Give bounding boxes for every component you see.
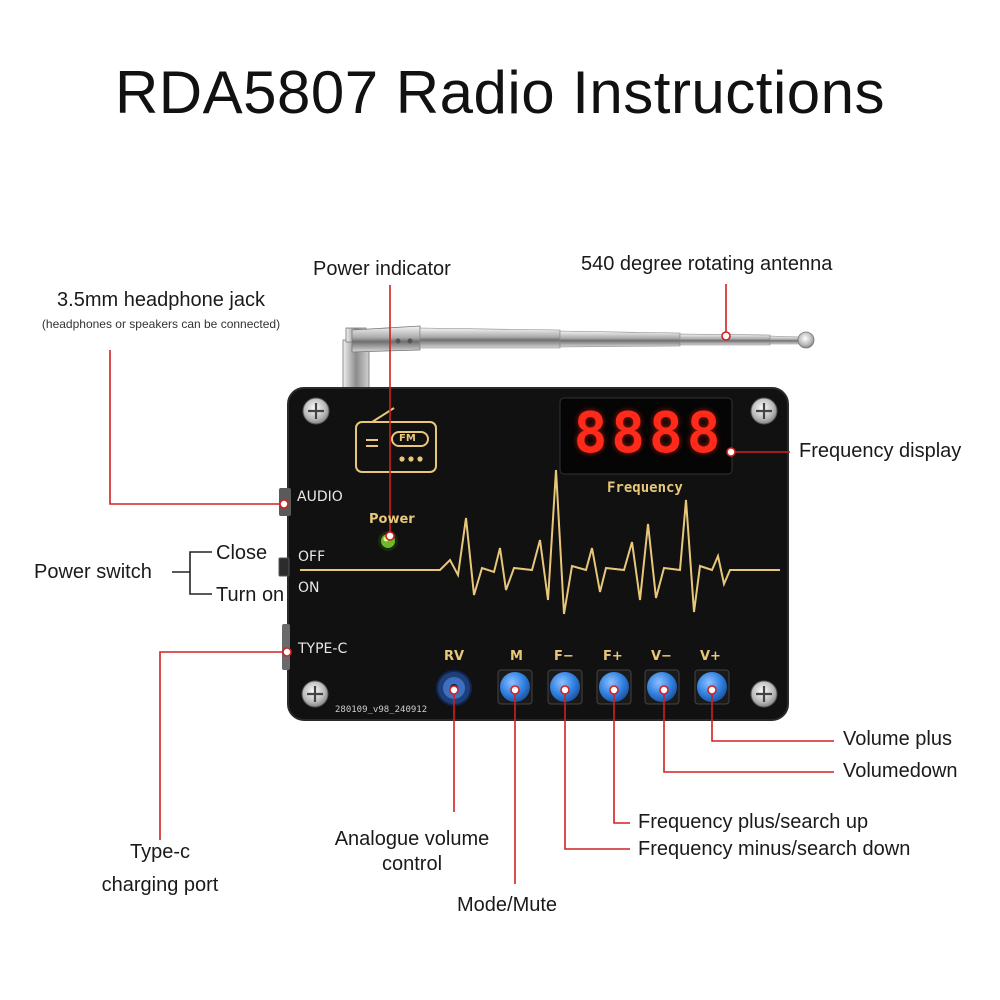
- callout-volume-plus: [711, 690, 834, 742]
- label-power-switch: Power switch: [34, 561, 152, 583]
- label-close: Close: [216, 542, 268, 564]
- dot-antenna: [721, 331, 731, 341]
- frequency-display-digits: 8888: [573, 401, 725, 466]
- label-frequency-display: Frequency display: [799, 440, 962, 462]
- dot-audio: [279, 499, 289, 509]
- power-label: Power: [369, 512, 415, 527]
- label-headphone-jack-note: (headphones or speakers can be connected…: [41, 317, 281, 331]
- callout-type-c: [159, 651, 287, 840]
- callout-freq-minus: [564, 690, 630, 850]
- label-headphone-jack: 3.5mm headphone jack: [57, 289, 265, 311]
- label-power-indicator: Power indicator: [313, 258, 451, 280]
- power-switch-bracket: [172, 551, 212, 595]
- antenna-rivet: [407, 338, 413, 344]
- off-label: OFF: [298, 549, 326, 565]
- dot-power-led: [385, 531, 395, 541]
- callout-lines: [109, 284, 834, 884]
- antenna-segment-5: [769, 335, 801, 345]
- button-label-m: M: [510, 649, 523, 664]
- screw-bottom-right: [750, 680, 778, 708]
- screw-top-right: [750, 397, 778, 425]
- type-c-label: TYPE-C: [298, 641, 348, 657]
- screw-top-left: [302, 397, 330, 425]
- fm-badge: FM: [399, 433, 416, 444]
- button-label-rv: RV: [444, 649, 465, 664]
- antenna: [342, 325, 815, 393]
- audio-label: AUDIO: [297, 489, 343, 505]
- frequency-display-window: [559, 397, 733, 475]
- label-analogue-volume-line1: Analogue volume: [334, 828, 490, 850]
- frequency-label: Frequency: [607, 480, 683, 496]
- dot-rv: [449, 685, 459, 695]
- button-label-f-plus: F+: [603, 649, 623, 664]
- radio-icon: [355, 407, 437, 473]
- label-freq-minus: Frequency minus/search down: [638, 838, 911, 860]
- dot-f-minus: [560, 685, 570, 695]
- antenna-rivet: [395, 338, 401, 344]
- callout-dots: [279, 331, 736, 695]
- label-turn-on: Turn on: [216, 584, 285, 606]
- antenna-tip: [797, 331, 815, 349]
- label-volume-down: Volumedown: [843, 760, 958, 782]
- power-switch-slider[interactable]: [278, 557, 290, 577]
- dot-display: [726, 447, 736, 457]
- label-type-c-line2: charging port: [101, 874, 219, 896]
- radio-board: [278, 387, 789, 721]
- antenna-segment-3: [559, 330, 681, 348]
- dot-m: [510, 685, 520, 695]
- label-volume-plus: Volume plus: [843, 728, 952, 750]
- callout-headphone-jack: [109, 350, 284, 505]
- callout-freq-plus: [613, 690, 630, 824]
- antenna-segment-2: [419, 327, 561, 349]
- dot-v-minus: [659, 685, 669, 695]
- pcb-code: 280109_v98_240912: [335, 705, 428, 715]
- callout-volume-down: [663, 690, 834, 773]
- type-c-port: [282, 624, 290, 670]
- button-label-v-plus: V+: [700, 649, 721, 664]
- dot-f-plus: [609, 685, 619, 695]
- label-mode-mute: Mode/Mute: [457, 894, 558, 916]
- button-label-f-minus: F−: [554, 649, 574, 664]
- screw-bottom-left: [301, 680, 329, 708]
- label-analogue-volume-line2: control: [381, 853, 443, 875]
- label-freq-plus: Frequency plus/search up: [638, 811, 869, 833]
- dot-type-c: [282, 647, 292, 657]
- on-label: ON: [298, 580, 320, 596]
- heartbeat-wave-icon: [300, 469, 780, 615]
- label-antenna: 540 degree rotating antenna: [581, 253, 833, 275]
- dot-v-plus: [707, 685, 717, 695]
- page-title: RDA5807 Radio Instructions: [114, 59, 886, 126]
- button-label-v-minus: V−: [651, 649, 672, 664]
- label-type-c-line1: Type-c: [129, 841, 191, 863]
- antenna-segment-1: [351, 325, 421, 353]
